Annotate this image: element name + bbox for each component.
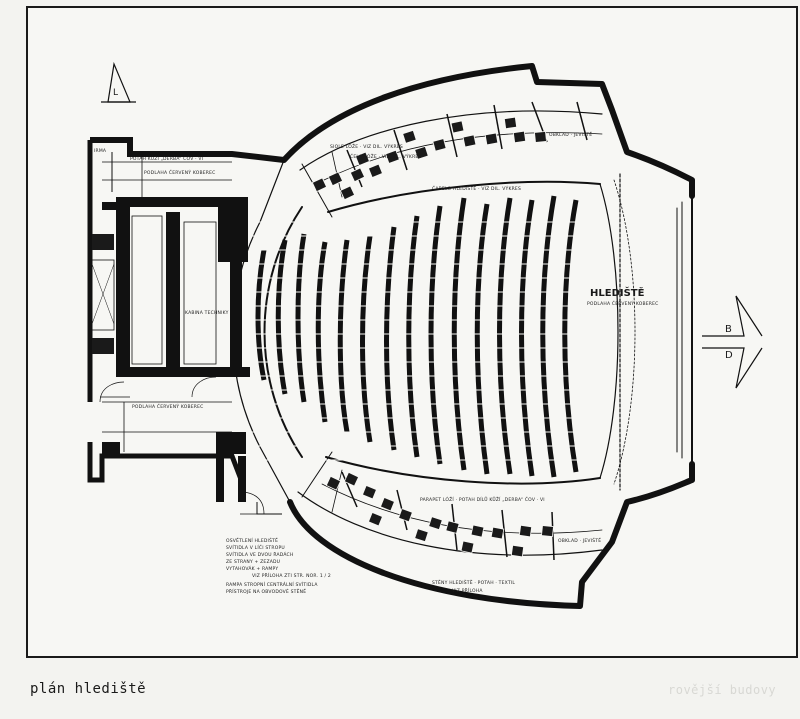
- bottom-note-2: VIZ PŘÍLOHA: [452, 586, 483, 594]
- outer-walls: [232, 63, 695, 609]
- room-note: IRMA: [94, 148, 107, 154]
- vestibule-block: [87, 137, 285, 515]
- plan-frame: L B D HLEDIŠTĚ PODLAHA ČERVENÝ KOBEREC S…: [26, 6, 798, 658]
- north-label: L: [113, 88, 118, 98]
- lighting-note: VIZ PŘÍLOHA ZTI STR. NOR. 1 / 2: [252, 571, 331, 579]
- faint-bleed-text: rovější budovy: [668, 683, 777, 697]
- lighting-note: PŘÍSTROJE NA OBVODOVÉ STĚNĚ: [226, 587, 306, 595]
- vestibule-note-top: POTAH KŮŽÍ „DERBA“ ČOV · VI: [130, 154, 203, 162]
- lighting-note: RAMPA STROPNÍ CENTRÁLNÍ SVÍTIDLA: [226, 581, 318, 588]
- lighting-note: OSVĚTLENÍ HLEDIŠTĚ: [226, 536, 278, 544]
- plan-caption: plán hlediště: [30, 681, 147, 697]
- lighting-note: VYTAHOVÁK + RAMPY: [226, 565, 278, 572]
- upper-loge-partitions: [346, 101, 588, 188]
- wall-note-upper: OBKLAD · JEVIŠTĚ: [549, 130, 592, 138]
- front-note: ČABELO HLEDIŠTĚ · VIZ DIL. VÝKRES: [432, 184, 521, 192]
- side-loge-note: SIOLE LÓŽE · VIZ DIL. VÝKRES: [330, 142, 403, 150]
- lower-loge-seats: [325, 471, 554, 558]
- main-seat-rows: [255, 195, 579, 478]
- hall-label: HLEDIŠTĚ: [590, 286, 645, 299]
- auditorium-floor-plan: L B D HLEDIŠTĚ PODLAHA ČERVENÝ KOBEREC S…: [87, 61, 763, 609]
- lighting-note: SVÍTIDLA V LÍČI STROPU: [226, 544, 285, 551]
- section-b-label: B: [725, 324, 732, 335]
- vestibule-note: PODLAHA ČERVENÝ KOBEREC: [144, 169, 216, 176]
- bottom-note: STĚNY HLEDIŠTĚ · POTAH · TEXTIL: [432, 578, 515, 586]
- lighting-notes: OSVĚTLENÍ HLEDIŠTĚ SVÍTIDLA V LÍČI STROP…: [226, 536, 331, 595]
- tech-room-label: KABINA TECHNIKY: [185, 310, 229, 316]
- wall-note-lower: OBKLAD · JEVIŠTĚ: [558, 536, 601, 544]
- technical-rooms-inner: [131, 215, 217, 365]
- lighting-note: ZE STRANY + ZEZADU: [226, 559, 280, 565]
- exterior-units: [91, 234, 115, 354]
- seat-divisions: [252, 221, 592, 461]
- lighting-note: SVÍTIDLA VE DVOU ŘADÁCH: [226, 550, 293, 558]
- upper-loge-note: ČELO LÓŽE · VIZ DIL. VÝKRES: [350, 152, 422, 160]
- section-arrow-d: [702, 347, 763, 389]
- upper-loge-seats: [311, 116, 547, 201]
- vestibule-note-low: PODLAHA ČERVENÝ KOBEREC: [132, 403, 204, 410]
- lower-loge-note: PARAPET LÓŽÍ · POTAH DÍLŮ KŮŽÍ „DERBA“ Č…: [420, 495, 545, 503]
- section-arrow-b: [702, 295, 763, 337]
- north-arrow: [101, 61, 136, 103]
- hall-sub-label: PODLAHA ČERVENÝ KOBEREC: [587, 300, 659, 307]
- section-d-label: D: [725, 350, 733, 361]
- technical-room-walls: [102, 197, 250, 502]
